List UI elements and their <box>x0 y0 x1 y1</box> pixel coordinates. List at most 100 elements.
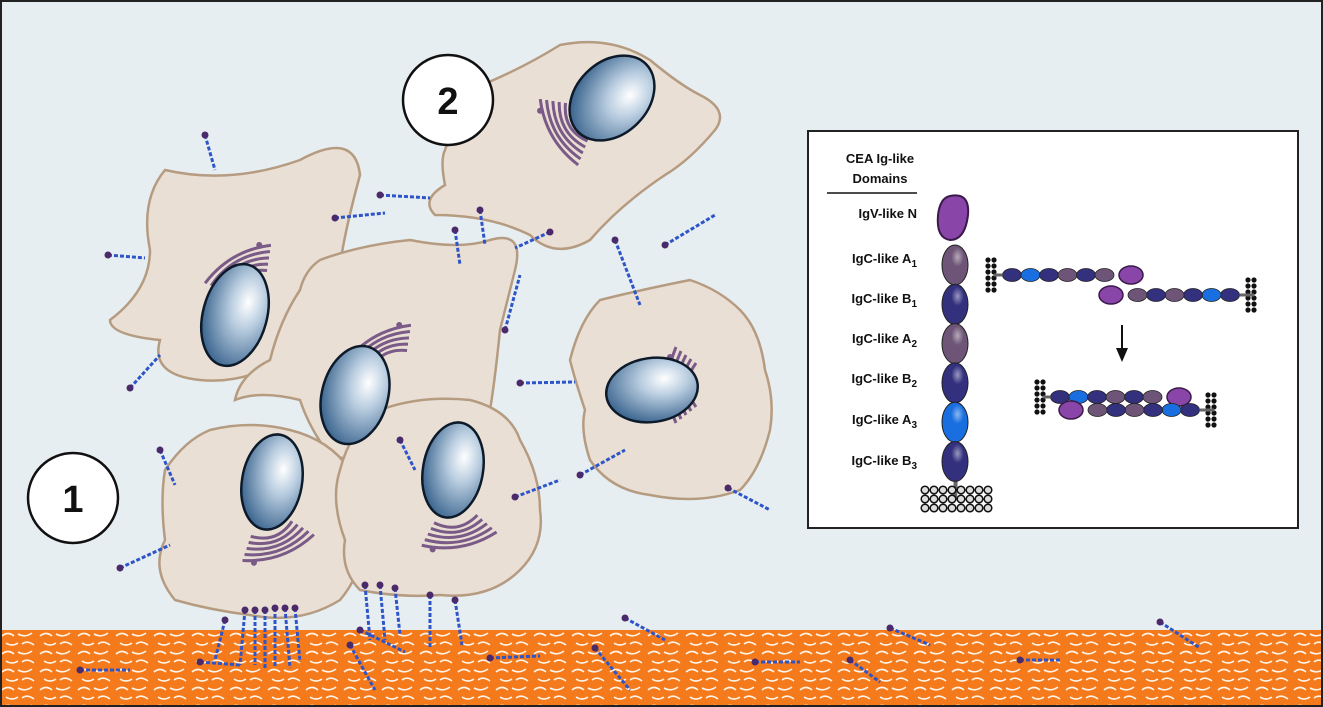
cea-receptor <box>281 604 292 669</box>
legend-label-3: IgC-like A2 <box>852 331 917 350</box>
domain-name: IgC-like A <box>852 251 912 266</box>
cea-receptor <box>846 656 881 684</box>
ig-domain <box>1143 403 1163 417</box>
ig-domain <box>1127 288 1148 302</box>
marker-2: 2 <box>401 53 495 147</box>
cea-receptor <box>238 606 249 666</box>
domain-name: IgC-like A <box>852 412 912 427</box>
ig-domain <box>1183 288 1203 302</box>
cea-receptor <box>291 604 302 663</box>
golgi <box>242 520 315 566</box>
cea-receptor <box>501 274 522 334</box>
cea-domain-chain <box>920 194 993 513</box>
legend-label-2: IgC-like B1 <box>851 291 917 310</box>
domain-subscript: 1 <box>911 259 917 270</box>
ig-domain <box>1124 390 1144 404</box>
cea-receptor <box>346 641 377 691</box>
nucleus <box>421 421 485 519</box>
golgi <box>421 514 498 553</box>
marker-1: 1 <box>26 451 120 545</box>
legend-label-0: IgV-like N <box>858 206 917 221</box>
cea-receptor <box>886 624 931 647</box>
ig-domain-highlight <box>942 402 968 443</box>
cea-receptor <box>591 644 632 691</box>
ig-domain <box>1087 390 1107 404</box>
domain-subscript: 2 <box>911 379 917 390</box>
ig-domain <box>1180 403 1200 417</box>
cea-receptor <box>451 596 464 646</box>
cea-receptor <box>451 226 462 266</box>
igv-domain <box>1118 265 1144 285</box>
ig-domain <box>1039 268 1059 282</box>
nucleus <box>319 344 391 446</box>
cea-receptor <box>396 436 417 471</box>
cea-receptor <box>196 658 241 667</box>
cea-receptor <box>661 213 716 249</box>
cea-receptor <box>621 614 666 642</box>
cea-molecule <box>1098 277 1257 313</box>
domain-subscript: 3 <box>911 420 917 431</box>
cea-receptor <box>271 604 279 668</box>
substrate <box>2 630 1321 705</box>
domain-name: IgV-like N <box>858 206 917 221</box>
ig-domain <box>1146 288 1166 302</box>
cea-receptor <box>611 236 642 306</box>
cea-receptor <box>104 251 146 260</box>
ig-domain <box>1220 288 1240 302</box>
nucleus <box>240 433 304 531</box>
domain-subscript: 3 <box>911 461 917 472</box>
ig-domain <box>1020 268 1041 282</box>
ig-domain <box>1094 268 1115 282</box>
cea-receptor <box>156 446 177 486</box>
membrane-icon <box>1034 379 1046 415</box>
cea-receptor <box>76 666 130 674</box>
igv-domain <box>936 194 970 242</box>
cea-receptor <box>331 211 386 222</box>
ig-domain <box>1142 390 1163 404</box>
ig-domain <box>1057 268 1078 282</box>
nucleus <box>604 356 700 424</box>
cea-receptor <box>376 581 387 641</box>
cea-receptor <box>116 543 171 572</box>
receptors <box>76 131 1201 691</box>
domain-name: IgC-like B <box>851 453 911 468</box>
cea-receptor <box>476 206 487 246</box>
ig-domain <box>1124 403 1145 417</box>
legend-label-1: IgC-like A1 <box>852 251 917 270</box>
cea-receptor <box>361 581 372 641</box>
membrane-icon <box>1205 392 1217 428</box>
cea-molecule <box>1034 379 1192 415</box>
ig-domain <box>1106 403 1126 417</box>
cea-receptor <box>576 448 626 479</box>
domain-name: IgC-like B <box>851 371 911 386</box>
legend-title-2: Domains <box>853 171 908 186</box>
cea-receptor <box>486 654 541 662</box>
cea-molecule <box>985 257 1144 293</box>
ig-domain <box>1087 403 1108 417</box>
nuclei <box>200 54 700 531</box>
cea-receptor <box>1016 656 1060 664</box>
cea-receptor <box>251 606 259 665</box>
golgi <box>537 98 589 167</box>
legend-label-5: IgC-like A3 <box>852 412 917 431</box>
domain-name: IgC-like A <box>852 331 912 346</box>
ig-domain-highlight <box>942 441 968 482</box>
cea-receptor <box>751 658 800 666</box>
ig-domain <box>1164 288 1185 302</box>
domain-name: IgC-like B <box>851 291 911 306</box>
ig-domain-highlight <box>942 245 968 285</box>
cea-receptor <box>511 478 561 501</box>
nucleus <box>568 54 656 142</box>
ig-domain <box>1161 403 1182 417</box>
membrane-icon <box>985 257 997 293</box>
cea-receptor <box>1156 618 1201 650</box>
legend-label-4: IgC-like B2 <box>851 371 917 390</box>
cea-molecule <box>1058 392 1217 428</box>
cea-receptor <box>376 191 431 200</box>
ig-domain-highlight <box>942 284 968 325</box>
nucleus <box>200 262 270 368</box>
cea-receptor <box>724 484 771 512</box>
cea-receptor <box>516 379 576 387</box>
